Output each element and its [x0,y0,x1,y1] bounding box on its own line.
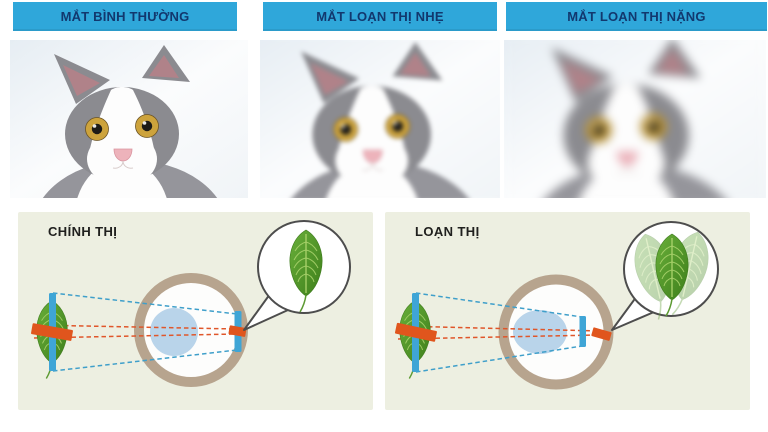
panel-header-mild-astigmatism: MẮT LOẠN THỊ NHẸ [263,2,497,31]
retina-focus-bar-orange [228,325,247,337]
eye-diagram-emmetropia: CHÍNH THỊ [18,212,373,410]
panel-header-label: MẮT LOẠN THỊ NHẸ [316,9,444,24]
light-ray-blue-bottom [415,345,583,373]
eye-lens [150,308,198,356]
panel-header-label: MẮT BÌNH THƯỜNG [60,9,190,24]
light-ray-red-top [397,325,599,332]
cat-illustration [10,40,248,198]
speech-bubble-blurred-vision [611,221,719,331]
focus-bar-orange-behind-retina [591,327,612,341]
cat-illustration [504,40,766,198]
cat-photo-clear [10,40,248,198]
panel-header-normal-eye: MẮT BÌNH THƯỜNG [13,2,237,31]
panel-header-severe-astigmatism: MẮT LOẠN THỊ NẶNG [506,2,767,31]
cat-illustration [260,40,500,198]
focus-bar-blue-before-retina [579,316,586,347]
object-bar-orange [394,322,437,342]
object-bar-orange [31,323,73,341]
cat-photo-mild-blur [260,40,500,198]
panel-header-label: MẮT LOẠN THỊ NẶNG [567,9,706,24]
light-ray-red-top [33,324,237,330]
diagram-label-emmetropia: CHÍNH THỊ [48,224,118,239]
speech-bubble-clear-vision [243,220,351,331]
light-ray-blue-top [52,292,238,315]
eye-diagram-astigmatism: LOẠN THỊ [385,212,750,410]
diagram-label-astigmatism: LOẠN THỊ [415,224,480,239]
astigmatism-diagram-graphic [394,221,719,390]
light-ray-blue-top [415,292,583,318]
eye-lens-distorted [513,310,567,354]
light-ray-blue-bottom [52,349,238,372]
emmetropia-diagram-graphic [31,220,351,387]
cat-photo-severe-blur [504,40,766,198]
